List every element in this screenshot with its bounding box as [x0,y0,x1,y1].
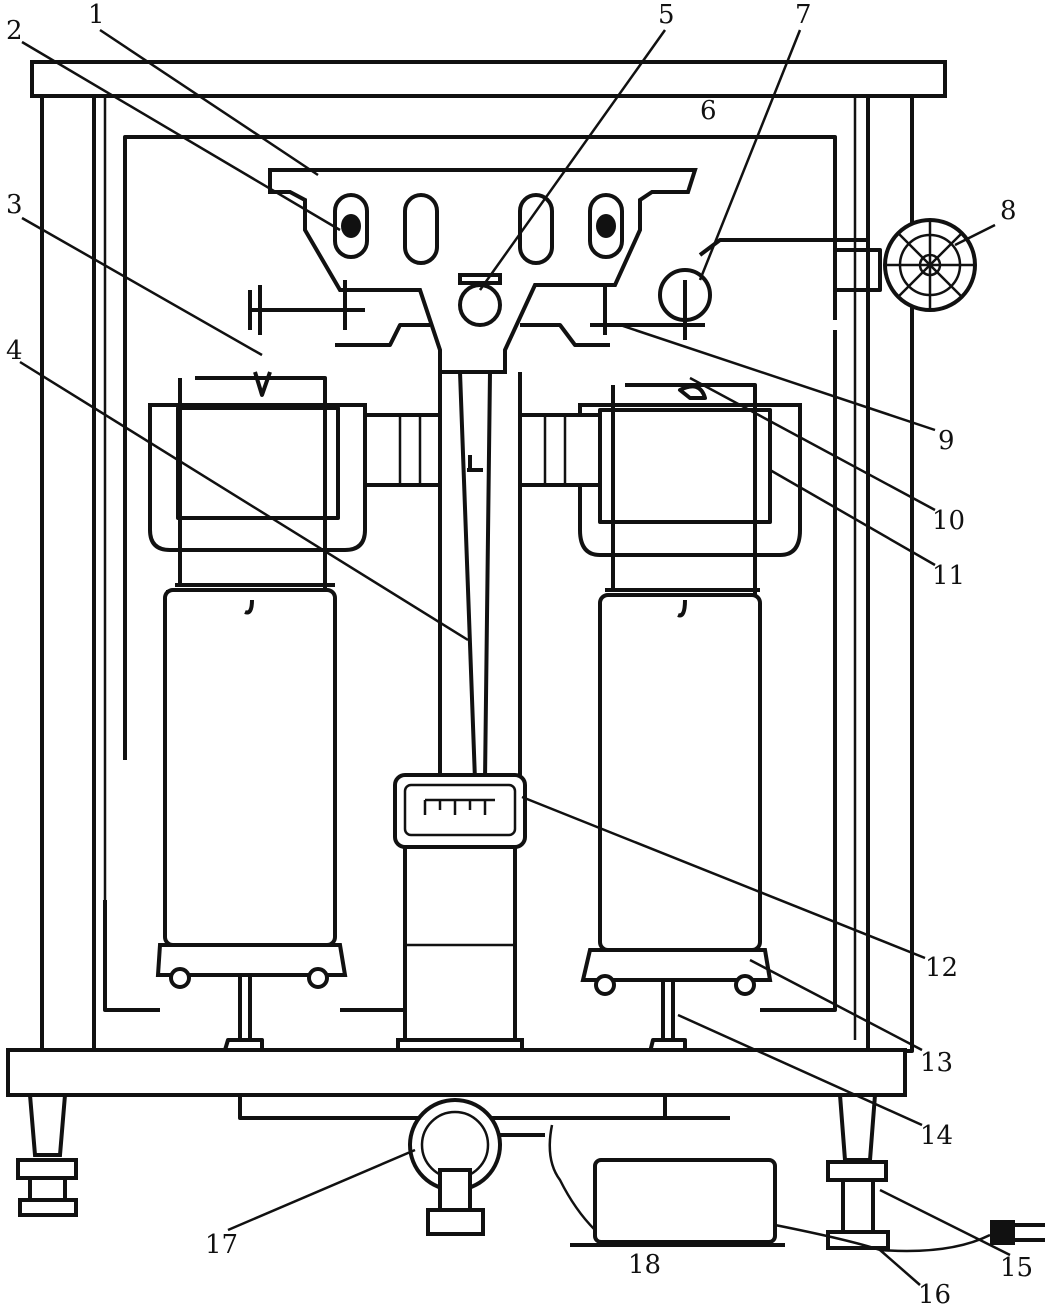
label-16: 16 [918,1280,952,1306]
label-15: 15 [1000,1253,1034,1283]
label-11: 11 [932,561,966,591]
right-pan [578,383,802,1054]
beam [248,168,705,374]
label-8: 8 [1000,196,1017,226]
label-6: 6 [700,96,717,126]
label-9: 9 [938,426,955,456]
label-3: 3 [6,190,23,220]
label-17: 17 [205,1230,239,1260]
leader-lines [19,28,1011,1286]
base [6,1048,1045,1253]
weight-dial [658,218,977,340]
label-2: 2 [6,16,23,46]
label-7: 7 [795,0,812,30]
air-dampers [363,413,602,487]
label-1: 1 [88,0,105,30]
label-18: 18 [628,1250,662,1280]
label-13: 13 [920,1048,954,1078]
label-4: 4 [6,336,23,366]
label-14: 14 [920,1121,954,1151]
label-5: 5 [658,0,675,30]
label-12: 12 [925,953,959,983]
left-pan [148,371,367,1052]
label-10: 10 [932,506,966,536]
